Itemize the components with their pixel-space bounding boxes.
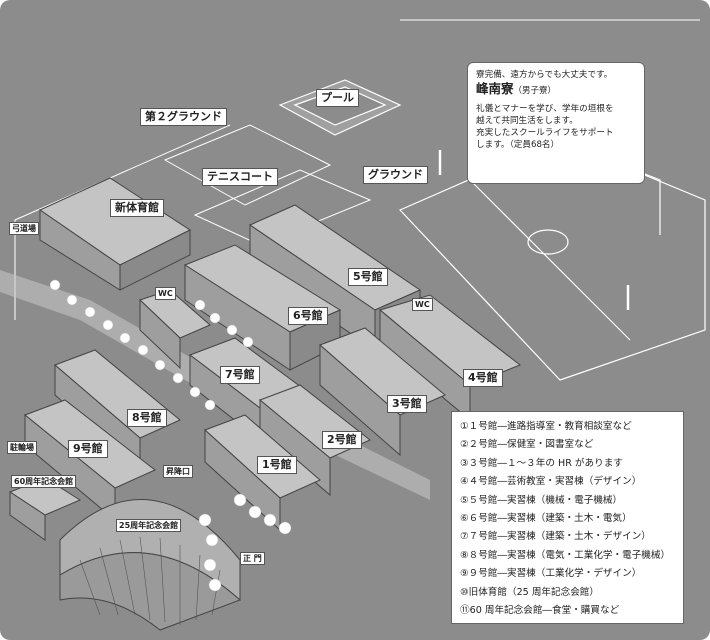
dorm-desc-line: します。（定員68名） <box>476 140 560 150</box>
dorm-desc-line: 礼儀とマナーを学び、学年の垣根を <box>476 104 614 114</box>
ground2-label: 第２グラウンド <box>140 108 227 126</box>
bike-parking-label: 駐輪場 <box>7 441 37 454</box>
legend-item: ⑪60 周年記念会館―食堂・購買など <box>460 605 620 617</box>
entrance-label: 昇降口 <box>163 465 193 478</box>
wc-label-2: WC <box>412 298 433 311</box>
main-gate-label: 正 門 <box>240 552 265 565</box>
legend-item: ⑨９号館―実習棟（工業化学・デザイン） <box>460 568 642 580</box>
tennis-court-label: テニスコート <box>202 168 278 186</box>
building-legend: ①１号館―進路指導室・教育相談室など ②２号館―保健室・図書室など ③３号館―１… <box>451 411 684 624</box>
building4-label: 4号館 <box>463 369 503 387</box>
ground-label: グラウンド <box>363 166 428 184</box>
building9-label: 9号館 <box>68 440 108 458</box>
dorm-name: 峰南寮 <box>476 81 514 96</box>
archery-label: 弓道場 <box>9 222 39 235</box>
hall60-label: 60周年記念会館 <box>11 475 77 488</box>
gym-building <box>38 177 192 291</box>
building1-label: 1号館 <box>257 456 297 474</box>
hall25-label: 25周年記念会館 <box>116 519 182 532</box>
dorm-description: 礼儀とマナーを学び、学年の垣根を 越えて共同生活をします。 充実したスクールライ… <box>476 103 636 151</box>
legend-item: ④４号館―芸術教室・実習棟（デザイン） <box>460 476 642 488</box>
building7-label: 7号館 <box>220 366 260 384</box>
building6-label: 6号館 <box>288 307 328 325</box>
legend-item: ⑦７号館―実習棟（建築・土木・デザイン） <box>460 531 651 543</box>
dorm-desc-line: 越えて共同生活をします。 <box>476 116 578 126</box>
goal-post <box>438 150 630 310</box>
legend-item: ⑩旧体育館（25 周年記念会館） <box>460 586 599 598</box>
legend-item: ②２号館―保健室・図書室など <box>460 439 594 451</box>
trees <box>49 279 292 592</box>
dorm-desc-line: 充実したスクールライフをサポート <box>476 128 614 138</box>
wc-label-1: WC <box>155 287 176 300</box>
hall25-building <box>59 499 241 631</box>
building5-label: 5号館 <box>348 268 388 286</box>
dorm-tagline: 寮完備、遠方からでも大丈夫です。 <box>476 70 613 80</box>
legend-item: ③３号館―１～３年の HR があります <box>460 457 623 469</box>
building3-label: 3号館 <box>387 395 427 413</box>
pool-label: プール <box>316 89 359 107</box>
new-gym-label: 新体育館 <box>110 199 164 217</box>
dorm-name-sub: （男子寮） <box>513 86 557 96</box>
building2-label: 2号館 <box>322 431 362 449</box>
dorm-info-box: 寮完備、遠方からでも大丈夫です。 峰南寮（男子寮） 礼儀とマナーを学び、学年の垣… <box>467 62 645 184</box>
legend-item: ⑥６号館―実習棟（建築・土木・電気） <box>460 513 632 525</box>
legend-item: ⑧８号館―実習棟（電気・工業化学・電子機械） <box>460 549 671 561</box>
legend-item: ⑤５号館―実習棟（機械・電子機械） <box>460 494 623 506</box>
building8-label: 8号館 <box>127 409 167 427</box>
legend-item: ①１号館―進路指導室・教育相談室など <box>460 421 632 432</box>
